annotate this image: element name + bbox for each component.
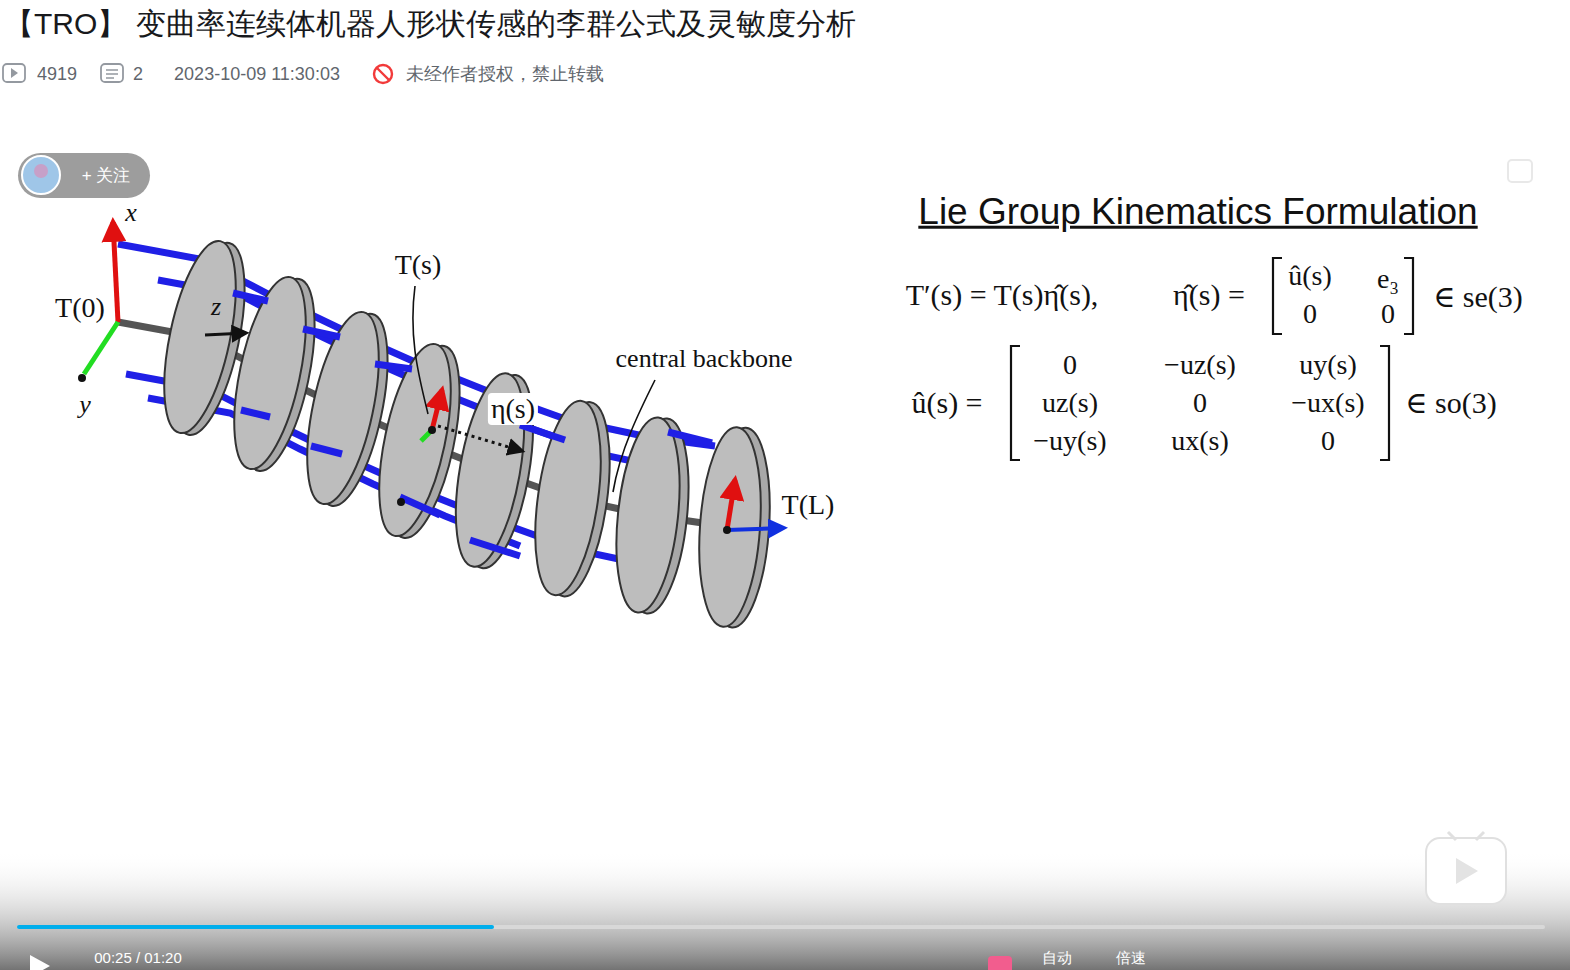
view-count: 4919 [37,64,77,85]
publish-date: 2023-10-09 11:30:03 [174,64,340,85]
matrix-entry: 0 [1303,298,1317,330]
frame-label: T(0) [55,292,105,324]
matrix-entry: û(s) [1288,260,1332,292]
spacer-disks [150,235,776,630]
equation: û(s) = [911,386,982,421]
video-title: 【TRO】 变曲率连续体机器人形状传感的李群公式及灵敏度分析 [4,4,856,45]
matrix-entry: −ux(s) [1291,387,1364,419]
matrix-entry: 0 [1381,298,1395,330]
player-icon [1426,160,1532,904]
matrix-entry: 0 [1321,425,1335,457]
player-shade [0,850,1570,970]
equation: η̂(s) = [1173,278,1245,313]
slide-heading: Lie Group Kinematics Formulation [918,191,1477,234]
follow-label: + 关注 [82,166,131,186]
twist-label: η(s) [488,393,538,425]
leader-line [613,380,655,492]
time-display: 00:25 / 01:20 [94,949,182,966]
part-label: central backbone [616,344,793,374]
matrix-entry: 0 [1063,349,1077,381]
frame-label: T(s) [395,249,442,281]
matrix-entry: −uy(s) [1033,425,1106,457]
equation: ∈ so(3) [1405,386,1496,421]
follow-button [18,153,150,198]
tip-frame [723,480,784,534]
player-button: 倍速 [1116,949,1146,966]
matrix-entry: ux(s) [1171,425,1229,457]
tendon-rods-front [233,293,712,556]
progress-bar [17,925,1545,970]
axis-label: x [125,198,137,228]
player-button: 自动 [1042,949,1072,966]
copyright-note: 未经作者授权，禁止转载 [406,64,604,85]
axis-label: y [79,390,91,420]
matrix-entry: uy(s) [1299,349,1357,381]
matrix-entry: e₃ [1377,263,1399,295]
matrix-entry: −uz(s) [1164,349,1236,381]
frame-label: T(L) [782,489,835,521]
equation: ∈ se(3) [1433,280,1523,315]
comment-count: 2 [133,64,143,85]
matrix-entry: uz(s) [1042,387,1098,419]
equation: T′(s) = T(s)η̂(s), [906,278,1099,313]
matrix-entry: 0 [1193,387,1207,419]
axis-label: z [211,292,221,322]
